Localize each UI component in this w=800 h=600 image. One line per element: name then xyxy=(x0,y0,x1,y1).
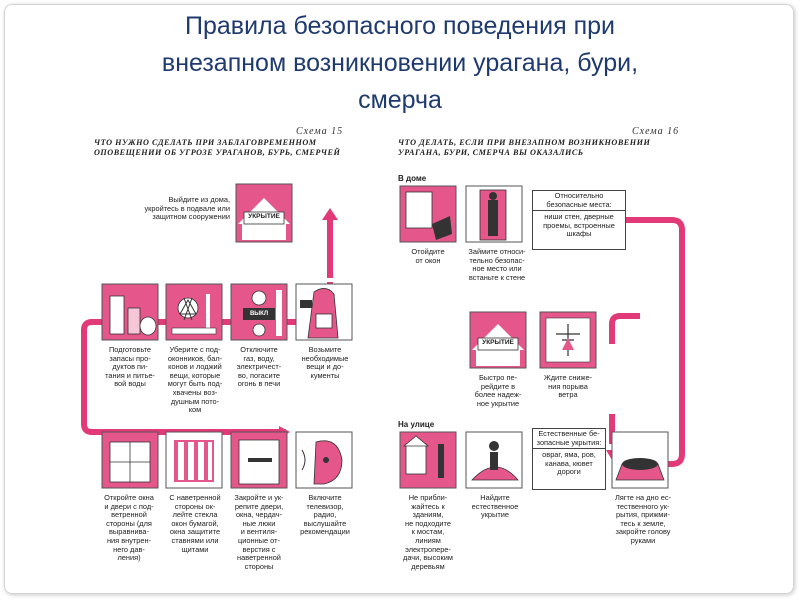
caption-wait-wind: Ждите сниже- ния порыва ветра xyxy=(543,373,593,400)
slide-frame xyxy=(4,4,794,594)
caption-open-windows: Откройте окна и двери с под- ветренной с… xyxy=(104,493,154,563)
route-arrow-up xyxy=(322,208,338,220)
caption-lie-down: Лягте на дно ес- тественного ук- рытия, … xyxy=(614,493,672,545)
lie-down-illustration xyxy=(611,431,669,489)
street-safe-shelters-body: овраг, яма, ров, канава, кювет дороги xyxy=(542,450,596,477)
caption-safe-place: Займите относи- тельно безопас- ное мест… xyxy=(468,247,526,282)
remove-items-illustration xyxy=(165,283,223,341)
shelter-move-illustration xyxy=(469,311,527,369)
section-home-label: В доме xyxy=(398,174,427,183)
caption-take-items: Возьмите необходимые вещи и до- кументы xyxy=(301,345,349,380)
scheme-15-panel: Схема 15 ЧТО НУЖНО СДЕЛАТЬ ПРИ ЗАБЛАГОВР… xyxy=(76,124,366,590)
street-safe-shelters-header: Естественные бе- зопасные укрытия: xyxy=(533,429,605,450)
scheme-15-heading-line-1: ЧТО НУЖНО СДЕЛАТЬ ПРИ ЗАБЛАГОВРЕМЕННОМ xyxy=(94,138,317,147)
section-street-label: На улице xyxy=(398,420,435,429)
page-title: Правила безопасного поведения при внезап… xyxy=(60,8,740,119)
caption-find-shelter: Найдите естественное укрытие xyxy=(471,493,519,520)
caption-tape-windows: С наветренной стороны ок- лейте стекла о… xyxy=(169,493,221,554)
home-safe-places-body: ниши стен, дверные проемы, встроенные шк… xyxy=(543,212,615,239)
caption-supplies: Подготовьте запасы про- дуктов пи- тания… xyxy=(105,345,155,389)
scheme-16-heading-line-2: УРАГАНА, БУРИ, СМЕРЧА ВЫ ОКАЗАЛИСЬ xyxy=(398,148,584,157)
supplies-illustration xyxy=(101,283,159,341)
street-safe-shelters-box: Естественные бе- зопасные укрытия: овраг… xyxy=(532,428,606,490)
switch-off-illustration xyxy=(230,283,288,341)
home-safe-places-box: Относительно безопасные места: ниши стен… xyxy=(532,190,626,250)
close-doors-illustration xyxy=(230,431,288,489)
title-line-1: Правила безопасного поведения при xyxy=(185,12,615,40)
scheme-16-heading-line-1: ЧТО ДЕЛАТЬ, ЕСЛИ ПРИ ВНЕЗАПНОМ ВОЗНИКНОВ… xyxy=(398,138,651,147)
scheme-15-heading-line-2: ОПОВЕЩЕНИИ ОБ УГРОЗЕ УРАГАНОВ, БУРЬ, СМЕ… xyxy=(94,148,341,157)
scheme-16-label: Схема 16 xyxy=(632,126,680,137)
title-line-2: внезапном возникновении урагана, бури, xyxy=(161,49,639,77)
caption-turn-off: Отключите газ, воду, электричест- во, по… xyxy=(236,345,282,389)
scheme-16-graphic xyxy=(399,185,685,489)
scheme-15-graphic xyxy=(81,183,353,489)
take-items-illustration xyxy=(295,283,353,341)
home-safe-places-header: Относительно безопасные места: xyxy=(533,191,625,212)
shelter-illustration xyxy=(235,183,293,243)
open-windows-illustration xyxy=(101,431,159,489)
wait-wind-illustration xyxy=(539,311,597,369)
caption-no-approach: Не прибли- жайтесь к зданиям, не подходи… xyxy=(403,493,453,571)
scheme-16-panel: Схема 16 ЧТО ДЕЛАТЬ, ЕСЛИ ПРИ ВНЕЗАПНОМ … xyxy=(392,124,698,586)
caption-remove-items: Уберите с под- оконников, бал- конов и л… xyxy=(167,345,223,415)
no-approach-illustration xyxy=(399,431,457,489)
caption-away-windows: Отойдите от окон xyxy=(411,247,445,265)
caption-leave-home: Выйдите из дома, укройтесь в подвале или… xyxy=(144,195,230,222)
title-line-3: смерча xyxy=(358,86,442,114)
switch-off-label: ВЫКЛ xyxy=(249,311,269,317)
tape-windows-illustration xyxy=(165,431,223,489)
safe-place-illustration xyxy=(465,185,523,243)
caption-move-shelter: Быстро пе- рейдите в более надеж- ное ук… xyxy=(474,373,522,408)
scheme-15-heading: ЧТО НУЖНО СДЕЛАТЬ ПРИ ЗАБЛАГОВРЕМЕННОМ О… xyxy=(94,138,364,158)
tv-radio-illustration xyxy=(295,431,353,489)
scheme-16-shelter-sign: УКРЫТИЕ xyxy=(482,339,514,346)
caption-close-doors: Закройте и ук- репите двери, окна, черда… xyxy=(234,493,284,571)
scheme-15-shelter-sign: УКРЫТИЕ xyxy=(248,213,280,220)
scheme-16-heading: ЧТО ДЕЛАТЬ, ЕСЛИ ПРИ ВНЕЗАПНОМ ВОЗНИКНОВ… xyxy=(398,138,698,158)
away-windows-illustration xyxy=(399,185,457,243)
find-shelter-illustration xyxy=(465,431,523,489)
caption-tv-radio: Включите телевизор, радио, выслушайте ре… xyxy=(300,493,350,537)
scheme-15-label: Схема 15 xyxy=(296,126,344,137)
scheme-16-route xyxy=(609,217,685,467)
